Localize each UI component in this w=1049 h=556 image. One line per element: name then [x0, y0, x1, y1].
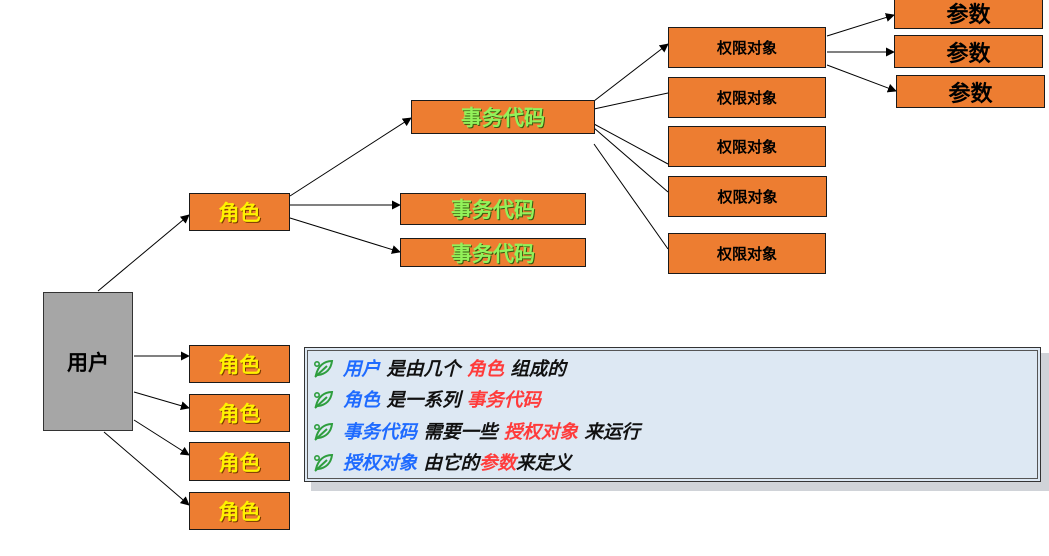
leaf-bullet-icon [313, 358, 343, 378]
role-node: 角色 [189, 442, 290, 481]
transaction-code-node: 事务代码 [400, 193, 586, 225]
note-line: 事务代码 需要一些 授权对象 来运行 [313, 415, 1040, 447]
line-tcode-auth-3 [593, 123, 669, 165]
auth-object-node: 权限对象 [668, 27, 826, 68]
parameter-node: 参数 [894, 0, 1043, 29]
arrow-user-role-3 [133, 391, 190, 411]
note-term: 事务代码 [343, 421, 418, 443]
leaf-bullet-icon [313, 421, 343, 441]
note-term: 参数 [478, 453, 516, 475]
parameter-node: 参数 [896, 75, 1045, 108]
auth-object-node: 权限对象 [668, 233, 826, 274]
arrow-tcode-auth-1 [593, 43, 669, 102]
note-term: 授权对象 [503, 421, 578, 443]
note-term: 用户 [343, 358, 381, 380]
arrow-role-tcode-3 [289, 217, 401, 254]
line-tcode-auth-4 [593, 127, 669, 193]
role-node: 角色 [189, 193, 290, 231]
note-term: 角色 [343, 390, 381, 412]
note-text: 来运行 [577, 421, 640, 443]
note-text: 是一系列 [380, 390, 467, 412]
arrow-auth-param-3 [826, 64, 897, 93]
auth-object-node: 权限对象 [668, 77, 826, 118]
arrow-user-role-1 [97, 214, 190, 292]
note-term: 角色 [466, 358, 504, 380]
note-term: 授权对象 [343, 453, 418, 475]
transaction-code-node: 事务代码 [400, 238, 586, 267]
arrow-auth-param-1 [826, 13, 895, 37]
note-line: 授权对象 由它的 参数 来定义 [313, 447, 1040, 479]
note-text: 组成的 [503, 358, 566, 380]
role-node: 角色 [189, 492, 290, 530]
arrow-user-role-4 [133, 419, 190, 456]
role-node: 角色 [189, 394, 290, 432]
note-text: 由它的 [417, 453, 479, 475]
auth-object-node: 权限对象 [668, 126, 826, 167]
note-line: 角色 是一系列 事务代码 [313, 384, 1040, 416]
leaf-bullet-icon [313, 452, 343, 472]
role-node: 角色 [189, 345, 290, 383]
transaction-code-node: 事务代码 [411, 100, 595, 134]
line-tcode-auth-5 [593, 143, 669, 250]
explanation-note: 用户 是由几个 角色 组成的 角色 是一系列 事务代码 事务代码 需要一些 授权… [304, 347, 1041, 482]
note-text: 需要一些 [417, 421, 504, 443]
arrow-role-tcode-1 [289, 117, 412, 197]
note-line: 用户 是由几个 角色 组成的 [313, 352, 1040, 384]
note-text: 来定义 [515, 453, 572, 475]
user-node: 用户 [43, 292, 133, 431]
note-text: 是由几个 [380, 358, 467, 380]
note-term: 事务代码 [466, 390, 541, 412]
auth-object-node: 权限对象 [668, 176, 827, 217]
line-tcode-auth-2 [593, 92, 669, 110]
leaf-bullet-icon [313, 389, 343, 409]
arrow-user-role-5 [103, 431, 190, 506]
parameter-node: 参数 [894, 35, 1043, 68]
